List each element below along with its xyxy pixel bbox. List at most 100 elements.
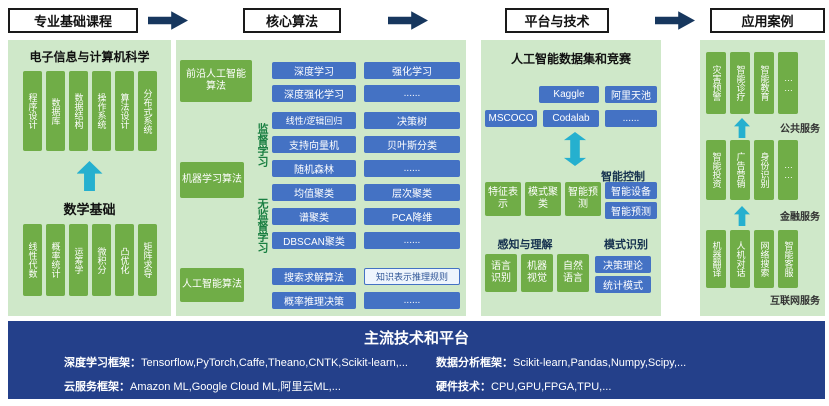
ellipsis-box: …… <box>778 140 798 200</box>
application-box: 智能投资 <box>706 140 726 200</box>
algorithm-box: ...... <box>364 160 460 177</box>
ellipsis-box: …… <box>778 52 798 114</box>
algorithm-box: 搜索求解算法 <box>272 268 356 285</box>
framework-label: 数据分析框架： <box>436 357 513 369</box>
framework-value: Tensorflow,PyTorch,Caffe,Theano,CNTK,Sci… <box>141 357 408 369</box>
framework-label: 深度学习框架： <box>64 357 141 369</box>
framework-label: 云服务框架： <box>64 381 130 393</box>
application-box: 网络搜索 <box>754 230 774 288</box>
finance-service-row: 智能投资 广告营销 身份识别 …… <box>706 140 798 200</box>
bottom-title: 主流技术和平台 <box>363 330 469 347</box>
algorithm-box: PCA降维 <box>364 208 460 225</box>
panel-applications: 灾害预警 智能诊疗 智能教育 …… 公共服务 智能投资 广告营销 身份识别 ……… <box>700 40 825 316</box>
course-box: 概率统计 <box>45 224 65 296</box>
algorithm-box: 概率推理决策 <box>272 292 356 309</box>
perception-box: 机器视觉 <box>521 254 553 292</box>
course-box: 分布式系统 <box>137 71 157 151</box>
framework-item: 深度学习框架：Tensorflow,PyTorch,Caffe,Theano,C… <box>64 354 408 370</box>
control-box: 智能预测 <box>605 202 657 219</box>
application-box: 机器翻译 <box>706 230 726 288</box>
perception-box: 自然语言 <box>557 254 589 292</box>
pattern-box: 决策理论 <box>595 256 651 273</box>
supervised-learning-label: 监督学习 <box>256 123 268 167</box>
up-arrow-icon <box>734 206 750 226</box>
framework-item: 云服务框架：Amazon ML,Google Cloud ML,阿里云ML,..… <box>64 378 341 394</box>
framework-label: 硬件技术： <box>436 381 491 393</box>
flow-arrow-icon <box>388 11 428 30</box>
perception-label: 感知与理解 <box>497 239 553 251</box>
course-box: 线性代数 <box>22 224 42 296</box>
algorithm-box: 深度强化学习 <box>272 85 356 102</box>
course-box: 算法设计 <box>114 71 134 151</box>
step-basic-courses: 专业基础课程 <box>8 8 138 33</box>
dataset-box: ...... <box>605 110 657 127</box>
machine-learning-box: 机器学习算法 <box>180 162 244 198</box>
pattern-recognition-label: 模式识别 <box>604 239 648 251</box>
algorithm-box: DBSCAN聚类 <box>272 232 356 249</box>
application-box: 广告营销 <box>730 140 750 200</box>
course-box: 数据结构 <box>68 71 88 151</box>
dataset-box: MSCOCO <box>485 110 537 127</box>
course-box: 微积分 <box>91 224 111 296</box>
course-box: 数据库 <box>45 71 65 151</box>
application-box: 智能客服 <box>778 230 798 288</box>
math-course-row: 线性代数 概率统计 运筹学 微积分 凸优化 矩阵求导 <box>22 224 157 296</box>
algorithm-box: 贝叶斯分类 <box>364 136 460 153</box>
course-box: 凸优化 <box>114 224 134 296</box>
unsupervised-learning-label: 无监督学习 <box>256 197 268 253</box>
datasets-title: 人工智能数据集和竞赛 <box>510 52 631 66</box>
flow-arrow-icon <box>655 11 695 30</box>
algorithm-box: 谱聚类 <box>272 208 356 225</box>
ai-algorithm-box: 人工智能算法 <box>180 268 244 302</box>
panel-core-algorithms: 前沿人工智能算法 机器学习算法 人工智能算法 监督学习 无监督学习 深度学习 强… <box>176 40 466 316</box>
panel-foundation: 电子信息与计算机科学 程序设计 数据库 数据结构 操作系统 算法设计 分布式系统… <box>8 40 171 316</box>
cs-title: 电子信息与计算机科学 <box>29 50 150 64</box>
algorithm-box: 层次聚类 <box>364 184 460 201</box>
control-box: 智能设备 <box>605 182 657 199</box>
algorithm-box: ...... <box>364 292 460 309</box>
algorithm-box: 支持向量机 <box>272 136 356 153</box>
up-down-arrow-icon <box>563 132 587 166</box>
capability-box: 智能预测 <box>565 182 601 216</box>
framework-item: 硬件技术：CPU,GPU,FPGA,TPU,... <box>436 378 611 394</box>
cs-course-row: 程序设计 数据库 数据结构 操作系统 算法设计 分布式系统 <box>22 71 157 151</box>
dataset-box: 阿里天池 <box>605 86 657 103</box>
dataset-box: Codalab <box>543 110 599 127</box>
frontier-ai-box: 前沿人工智能算法 <box>180 60 252 102</box>
step-core-algorithms: 核心算法 <box>243 8 341 33</box>
application-box: 人机对话 <box>730 230 750 288</box>
algorithm-box: 均值聚类 <box>272 184 356 201</box>
dataset-box: Kaggle <box>539 86 599 103</box>
course-box: 运筹学 <box>68 224 88 296</box>
intelligent-control-label: 智能控制 <box>601 171 645 183</box>
mainstream-platform-panel: 主流技术和平台 深度学习框架：Tensorflow,PyTorch,Caffe,… <box>8 321 825 399</box>
perception-box: 语言识别 <box>485 254 517 292</box>
algorithm-box: 随机森林 <box>272 160 356 177</box>
finance-service-label: 金融服务 <box>780 212 820 223</box>
application-box: 灾害预警 <box>706 52 726 114</box>
algorithm-box: ...... <box>364 232 460 249</box>
algorithm-box: 知识表示推理规则 <box>364 268 460 285</box>
framework-value: CPU,GPU,FPGA,TPU,... <box>491 381 612 393</box>
application-box: 身份识别 <box>754 140 774 200</box>
framework-value: Amazon ML,Google Cloud ML,阿里云ML,... <box>130 381 341 393</box>
framework-item: 数据分析框架：Scikit-learn,Pandas,Numpy,Scipy,.… <box>436 354 686 370</box>
panel-platform: 人工智能数据集和竞赛 Kaggle 阿里天池 MSCOCO Codalab ..… <box>481 40 661 316</box>
capability-box: 模式聚类 <box>525 182 561 216</box>
internet-service-label: 互联网服务 <box>770 296 820 307</box>
internet-service-row: 机器翻译 人机对话 网络搜索 智能客服 <box>706 230 798 288</box>
up-arrow-icon <box>734 118 750 138</box>
public-service-row: 灾害预警 智能诊疗 智能教育 …… <box>706 52 798 114</box>
framework-value: Scikit-learn,Pandas,Numpy,Scipy,... <box>513 357 687 369</box>
algorithm-box: ...... <box>364 85 460 102</box>
algorithm-box: 强化学习 <box>364 62 460 79</box>
capability-box: 特征表示 <box>485 182 521 216</box>
course-box: 矩阵求导 <box>137 224 157 296</box>
step-application-cases: 应用案例 <box>710 8 825 33</box>
flow-arrow-icon <box>148 11 188 30</box>
math-label: 数学基础 <box>63 202 116 217</box>
public-service-label: 公共服务 <box>780 124 820 135</box>
course-box: 程序设计 <box>22 71 42 151</box>
course-box: 操作系统 <box>91 71 111 151</box>
